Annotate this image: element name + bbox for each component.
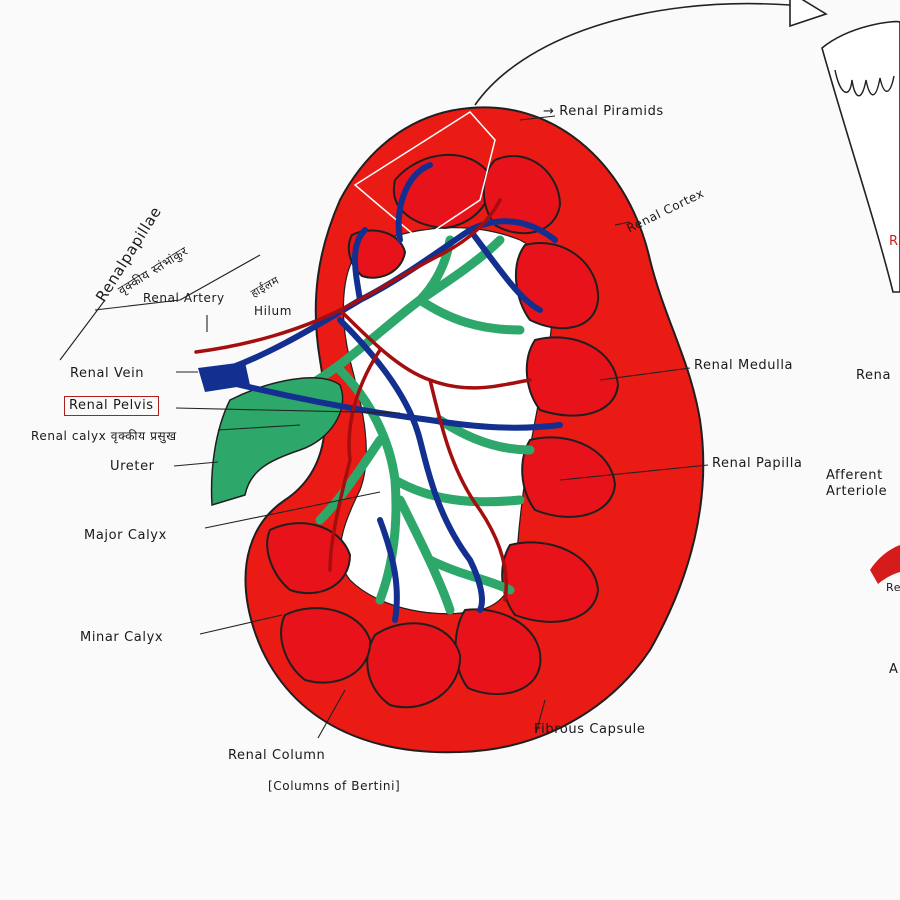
vein-branch <box>467 227 543 313</box>
nephron-tubule-sketch <box>821 20 900 293</box>
pyramid-11 <box>347 229 407 279</box>
label-renal-artery: Renal Artery <box>143 291 225 305</box>
calyx-branch <box>415 295 525 335</box>
label-renal-medulla: Renal Medulla <box>694 358 794 373</box>
label-renal-papilla: Renal Papilla <box>712 456 803 471</box>
pyramid-10 <box>266 522 352 595</box>
nephron-tubule-inner <box>834 69 895 97</box>
pyramid-5 <box>521 436 617 518</box>
pyramid-8 <box>366 622 462 709</box>
label-renal-column: Renal Column <box>228 748 326 763</box>
artery-branch <box>328 458 352 572</box>
vein-branch <box>337 317 485 613</box>
leader-pelvis <box>175 407 401 414</box>
leader-papilla <box>559 464 709 481</box>
pyramid-9 <box>280 607 372 684</box>
calyx-branch <box>425 555 515 595</box>
vein-branch <box>217 377 563 431</box>
vein-branch <box>377 517 400 623</box>
renal-veins <box>207 162 563 623</box>
renal-arteries <box>194 198 532 602</box>
papillae-bracket <box>59 254 261 361</box>
top-curved-arrow <box>474 2 791 106</box>
label-minar-calyx: Minar Calyx <box>80 630 164 645</box>
label-arteriole: Arteriole <box>826 484 888 499</box>
artery-branch <box>428 378 482 512</box>
label-renal-calyx: Renal calyx वृक्कीय प्रसुख <box>31 429 177 443</box>
leader-lines <box>59 115 709 739</box>
label-renal-pyramids: → Renal Piramids <box>543 104 664 119</box>
label-renal-pelvis: Renal Pelvis <box>64 396 159 416</box>
vein-branch <box>395 162 433 243</box>
label-fibrous-capsule: Fibrous Capsule <box>534 722 646 737</box>
label-edge-re: Re <box>886 581 900 594</box>
artery-branch <box>478 508 508 602</box>
label-right-renal: Rena <box>856 368 892 383</box>
label-major-calyx: Major Calyx <box>84 528 167 543</box>
highlighted-lobe <box>353 111 496 241</box>
leader-medulla <box>599 367 691 381</box>
label-renal-vein: Renal Vein <box>70 366 145 381</box>
leader-capsule <box>535 699 546 734</box>
label-columns-of-bertini: [Columns of Bertini] <box>268 779 401 793</box>
top-arrow-head <box>789 0 828 28</box>
artery-branch <box>347 348 382 462</box>
calyx-branch <box>390 475 525 507</box>
label-hilum: Hilum <box>254 304 292 318</box>
calyx-branch <box>315 435 385 525</box>
leader-minar-calyx <box>199 614 283 635</box>
afferent-arteriole-vessel <box>870 545 900 584</box>
artery-branch <box>438 198 502 257</box>
vein-branch <box>352 227 368 303</box>
leader-ureter <box>173 461 219 467</box>
leader-cortex <box>614 221 631 226</box>
label-afferent: Afferent <box>826 468 883 483</box>
renal-vein-trunk <box>198 362 250 392</box>
label-edge-a: A <box>889 662 899 677</box>
leader-pyramids <box>519 115 556 121</box>
leader-major-calyx <box>204 491 381 529</box>
label-edge-r: R <box>889 234 899 249</box>
label-ureter: Ureter <box>110 459 155 474</box>
leader-calyx <box>217 424 301 431</box>
leader-column <box>317 689 346 739</box>
